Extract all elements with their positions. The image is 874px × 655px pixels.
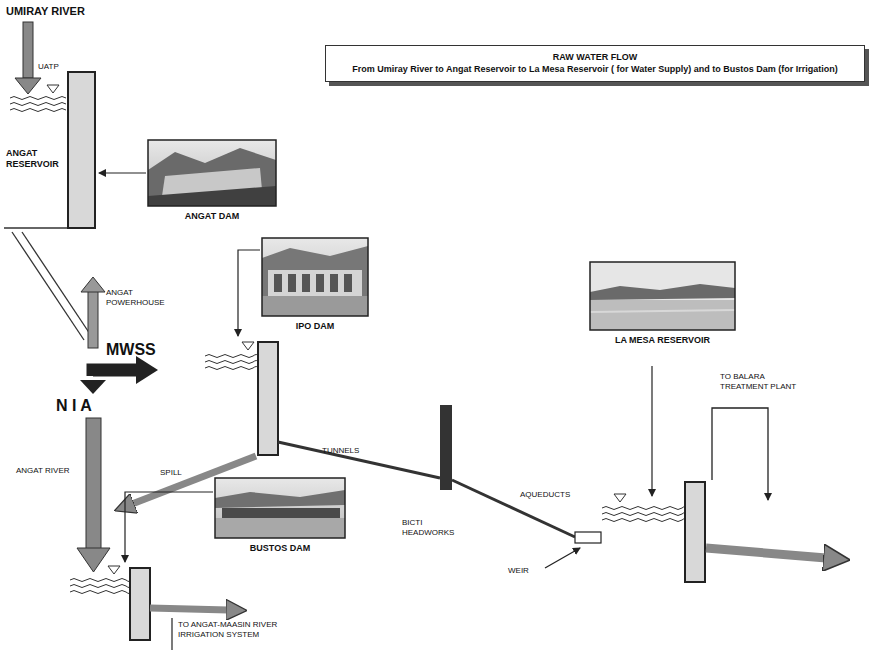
- photo-space: [148, 140, 276, 206]
- flow-label: SPILL: [160, 468, 200, 478]
- flow-label: AQUEDUCTS: [520, 490, 584, 500]
- ipo-reservoir: [205, 342, 258, 370]
- photo-caption: BUSTOS DAM: [215, 543, 345, 554]
- flow-label: UATP: [38, 62, 78, 72]
- photo-space: [215, 478, 345, 538]
- flow-label: UMIRAY RIVER: [6, 5, 126, 18]
- leader-line: [545, 548, 580, 568]
- headworks: [440, 405, 452, 490]
- bustos-dam-photo: [215, 478, 345, 538]
- flow-label: MWSS: [106, 340, 166, 359]
- photo-box: ANGAT DAM: [148, 140, 276, 222]
- powerhouse-arrow: [81, 277, 105, 348]
- photo-box: BUSTOS DAM: [215, 478, 345, 554]
- aqueduct-line: [452, 480, 575, 537]
- dam-wall: [68, 72, 95, 228]
- photo-box: LA MESA RESERVOIR: [590, 262, 735, 346]
- inflow-arrow: [15, 22, 41, 94]
- dam-wall: [130, 568, 150, 640]
- flow-label: ANGAT POWERHOUSE: [106, 288, 178, 307]
- flow-label: WEIR: [508, 566, 542, 576]
- leader-line: [238, 250, 260, 336]
- outflow-arrow: [150, 608, 228, 610]
- la-mesa-reservoir: [602, 494, 685, 522]
- leader-line: [99, 172, 146, 173]
- ipo-dam-photo: [262, 238, 368, 316]
- photo-space: [262, 238, 368, 316]
- bustos-reservoir: [70, 566, 130, 594]
- title-body: From Umiray River to Angat Reservoir to …: [334, 63, 856, 75]
- photo-space: [590, 262, 735, 330]
- penstock: [12, 232, 94, 340]
- title-heading: RAW WATER FLOW: [334, 51, 856, 63]
- photo-box: IPO DAM: [262, 238, 368, 332]
- la-mesa-photo: [590, 262, 735, 330]
- flow-label: TO ANGAT-MAASIN RIVER IRRIGATION SYSTEM: [178, 620, 310, 639]
- flow-label: BICTI HEADWORKS: [402, 518, 464, 537]
- leader-line: [712, 408, 768, 500]
- leader-line: [125, 492, 213, 562]
- flow-label: N I A: [56, 396, 106, 415]
- flow-label: TO BALARA TREATMENT PLANT: [720, 372, 810, 391]
- tunnel-line: [278, 442, 440, 478]
- outflow-arrow: [706, 548, 826, 558]
- angat-dam-photo: [148, 140, 276, 206]
- flow-label: TUNNELS: [322, 446, 382, 456]
- dam-wall: [685, 482, 705, 582]
- river-arrow: [77, 418, 110, 572]
- weir-box: [575, 532, 601, 543]
- photo-caption: IPO DAM: [262, 321, 368, 332]
- angat-reservoir: [4, 85, 68, 228]
- photo-caption: ANGAT DAM: [148, 211, 276, 222]
- leader-line: [651, 366, 652, 496]
- split-arrow: [80, 356, 158, 394]
- photo-caption: LA MESA RESERVOIR: [590, 335, 735, 346]
- title-box: RAW WATER FLOWFrom Umiray River to Angat…: [325, 45, 865, 82]
- flow-label: ANGAT RIVER: [16, 466, 76, 476]
- dam-wall: [258, 342, 278, 455]
- flow-label: ANGAT RESERVOIR: [6, 148, 62, 170]
- bracket-line: [171, 618, 172, 650]
